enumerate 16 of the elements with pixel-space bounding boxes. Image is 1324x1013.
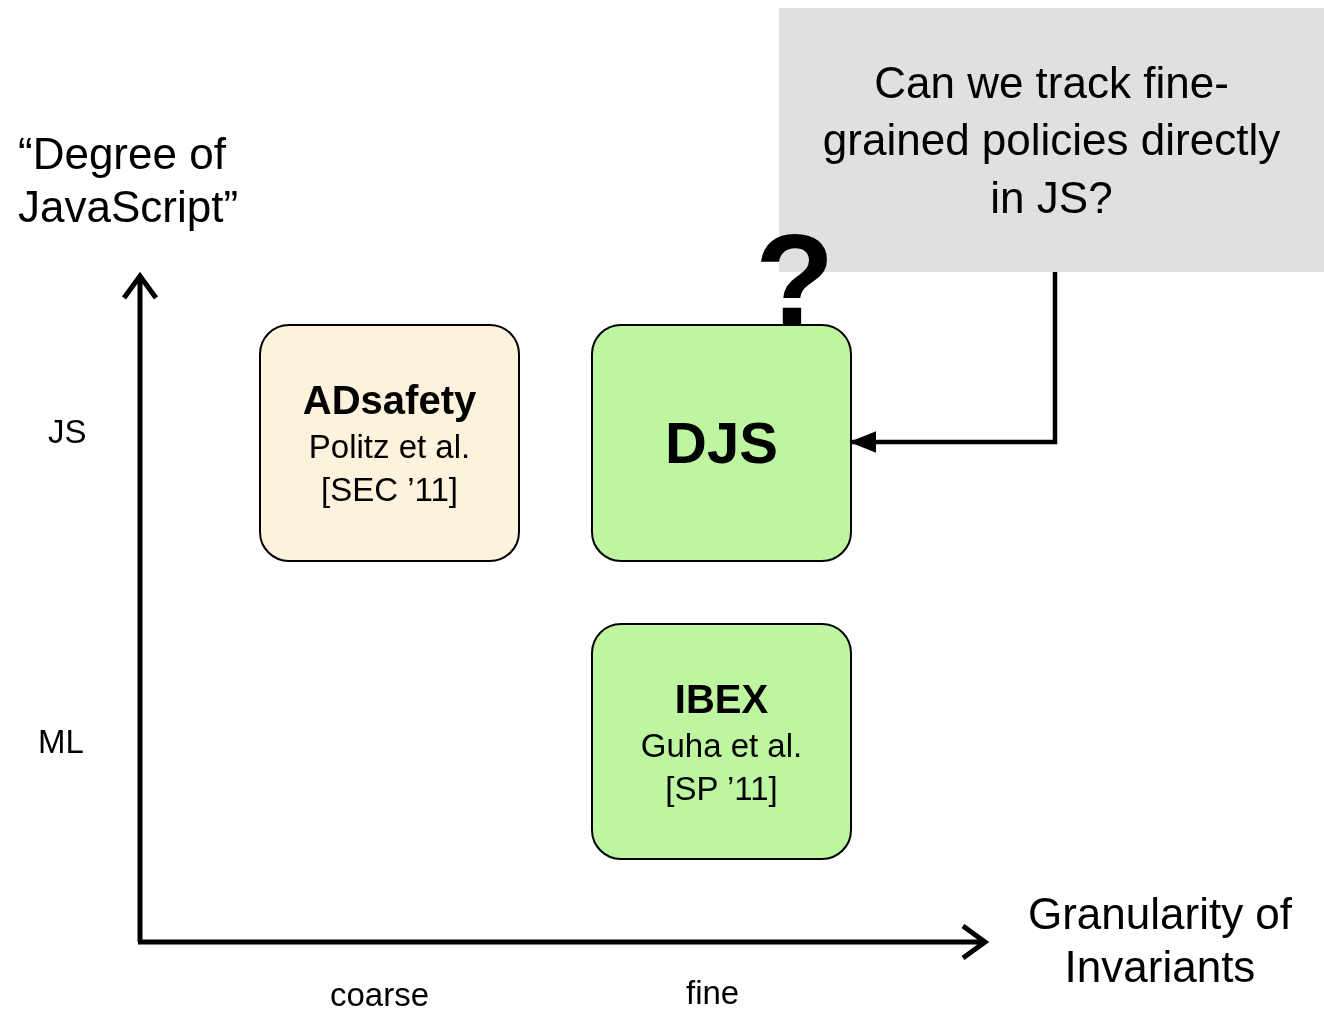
box-text: Politz et al. bbox=[308, 427, 471, 468]
axis-title: “Degree of JavaScript” bbox=[18, 128, 240, 233]
axis-tick-label: fine bbox=[686, 973, 741, 1013]
box-text: [SP ’11] bbox=[665, 768, 778, 809]
approach-box bbox=[591, 623, 852, 860]
box-text: Guha et al. bbox=[640, 725, 803, 766]
approach-box bbox=[259, 324, 520, 562]
box-title: IBEX bbox=[674, 675, 769, 723]
box-title: ADsafety bbox=[302, 377, 477, 425]
box-title: DJS bbox=[665, 409, 778, 478]
approach-box bbox=[591, 324, 852, 562]
axis-tick-label: coarse bbox=[330, 975, 431, 1013]
box-text: [SEC ’11] bbox=[321, 470, 458, 510]
axis-tick-label: ML bbox=[38, 722, 85, 762]
axis-title: Granularity of Invariants bbox=[1026, 888, 1294, 993]
axis-tick-label: JS bbox=[48, 412, 88, 452]
